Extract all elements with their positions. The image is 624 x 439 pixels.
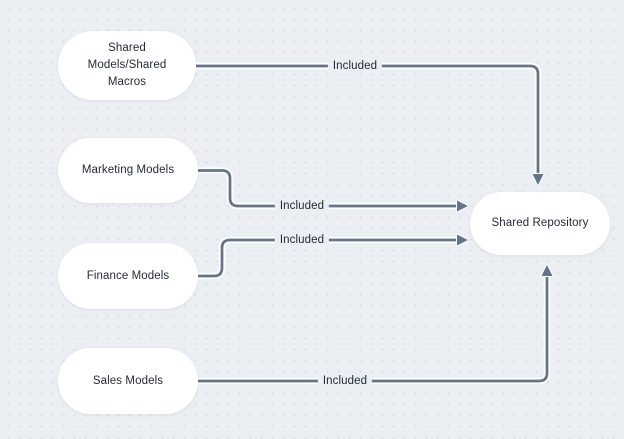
- edge-label-included: Included: [317, 374, 373, 388]
- node-shared-models-macros[interactable]: Shared Models/Shared Macros: [58, 31, 196, 100]
- edge-marketing-to-repository: [198, 167, 469, 213]
- node-marketing-models[interactable]: Marketing Models: [58, 138, 198, 203]
- node-sales-models[interactable]: Sales Models: [58, 348, 198, 414]
- node-finance-models[interactable]: Finance Models: [58, 243, 198, 309]
- node-label: Finance Models: [86, 269, 170, 282]
- edge-label-included: Included: [274, 199, 330, 213]
- edge-shared-models-to-repository: [196, 62, 545, 186]
- edge-label-included: Included: [274, 233, 330, 247]
- edge-finance-to-repository: [198, 233, 469, 280]
- arrowhead-right-icon: [456, 233, 469, 247]
- arrowhead-right-icon: [456, 199, 469, 213]
- edge-sales-to-repository: [198, 264, 554, 385]
- edge-label-included: Included: [327, 59, 383, 73]
- node-label: Shared Models/Shared Macros: [87, 42, 167, 88]
- node-label: Sales Models: [92, 374, 164, 387]
- node-shared-repository[interactable]: Shared Repository: [470, 192, 610, 255]
- node-label: Shared Repository: [491, 217, 589, 230]
- arrowhead-up-icon: [540, 264, 554, 277]
- node-label: Marketing Models: [81, 164, 175, 177]
- arrowhead-down-icon: [531, 173, 545, 186]
